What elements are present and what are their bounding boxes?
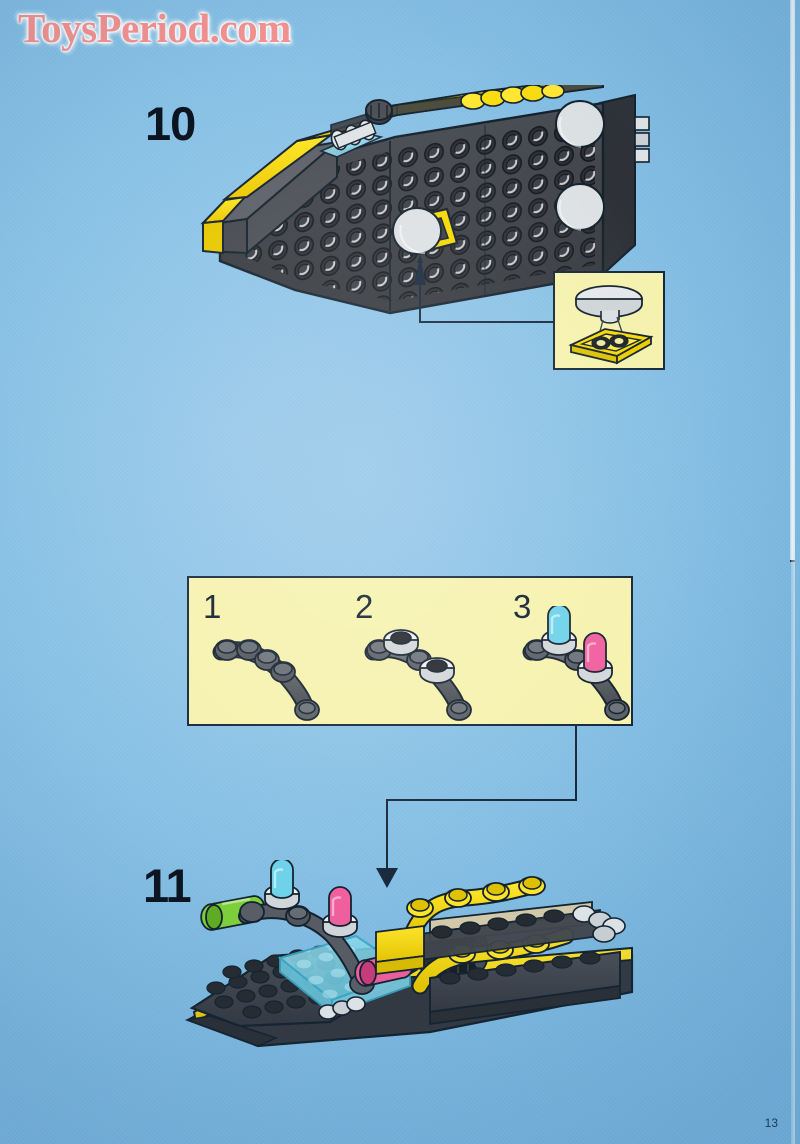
subassembly-leader-vertical-right bbox=[575, 726, 577, 801]
dish-callout-arrow bbox=[414, 255, 426, 285]
step-11-model-illustration bbox=[184, 860, 634, 1048]
watermark-toysperiod: ToysPeriod.com bbox=[18, 5, 291, 51]
trans-pink-light-brick-mounted bbox=[322, 886, 358, 938]
subassembly-leader-horizontal bbox=[386, 799, 577, 801]
callout-illustration bbox=[568, 285, 654, 365]
yellow-tube-manifold-upper bbox=[403, 876, 546, 943]
step-number-10: 10 bbox=[145, 97, 196, 150]
rail-hubs bbox=[214, 639, 320, 721]
white-tube-cluster bbox=[330, 119, 377, 151]
trans-pink-light-brick bbox=[583, 632, 607, 673]
trans-cyan-light-brick bbox=[547, 606, 571, 645]
trans-cyan-light-brick-mounted bbox=[264, 860, 300, 910]
callout-leader-vertical bbox=[419, 285, 421, 323]
white-plate-upper bbox=[383, 629, 419, 656]
dark-round-brick bbox=[365, 99, 393, 125]
callout-dish-piece bbox=[575, 285, 643, 324]
dish-rear-lower bbox=[555, 183, 605, 231]
page-edge-strip bbox=[790, 0, 795, 562]
rear-side-clips bbox=[634, 116, 650, 163]
dish-in-yellow-frame-middle bbox=[392, 207, 459, 257]
page-number: 13 bbox=[764, 1116, 778, 1130]
step-number-11: 11 bbox=[143, 859, 192, 912]
subassembly-leader-vertical-left bbox=[386, 799, 388, 872]
subassembly-panel: 1 2 3 bbox=[187, 576, 633, 726]
rear-deck-brick bbox=[429, 950, 621, 1026]
page-edge-strip-lower bbox=[791, 560, 795, 1144]
callout-box-dish-attachment bbox=[553, 271, 665, 370]
substep-number-3: 3 bbox=[513, 588, 532, 625]
substep-1-illustration bbox=[212, 639, 320, 721]
gray-rail-assembly-with-white-plates bbox=[364, 629, 472, 721]
yellow-tube-ends bbox=[406, 876, 546, 918]
step-10-model-illustration bbox=[200, 85, 650, 315]
white-plate-lower bbox=[419, 657, 455, 684]
gray-rail-assembly bbox=[212, 639, 320, 721]
substep-2-illustration bbox=[364, 629, 472, 721]
callout-clip-pieces bbox=[591, 334, 629, 350]
gray-rail-assembly-with-light-bricks bbox=[522, 606, 630, 721]
dish-rear-upper bbox=[555, 100, 605, 148]
cockpit-greebles bbox=[318, 99, 393, 158]
yellow-wedge-midship bbox=[375, 924, 425, 976]
hull-rear-face bbox=[599, 93, 636, 280]
bow-white-pieces bbox=[318, 996, 366, 1020]
substep-number-2: 2 bbox=[355, 588, 374, 625]
subassembly-leader-arrowhead bbox=[376, 868, 398, 888]
hull-top-yellow-studs bbox=[460, 85, 565, 110]
callout-leader-horizontal bbox=[419, 321, 555, 323]
rear-white-pieces bbox=[572, 905, 626, 943]
substep-3-illustration bbox=[522, 606, 630, 721]
substep-number-1: 1 bbox=[203, 588, 222, 625]
callout-yellow-frame bbox=[568, 328, 654, 365]
